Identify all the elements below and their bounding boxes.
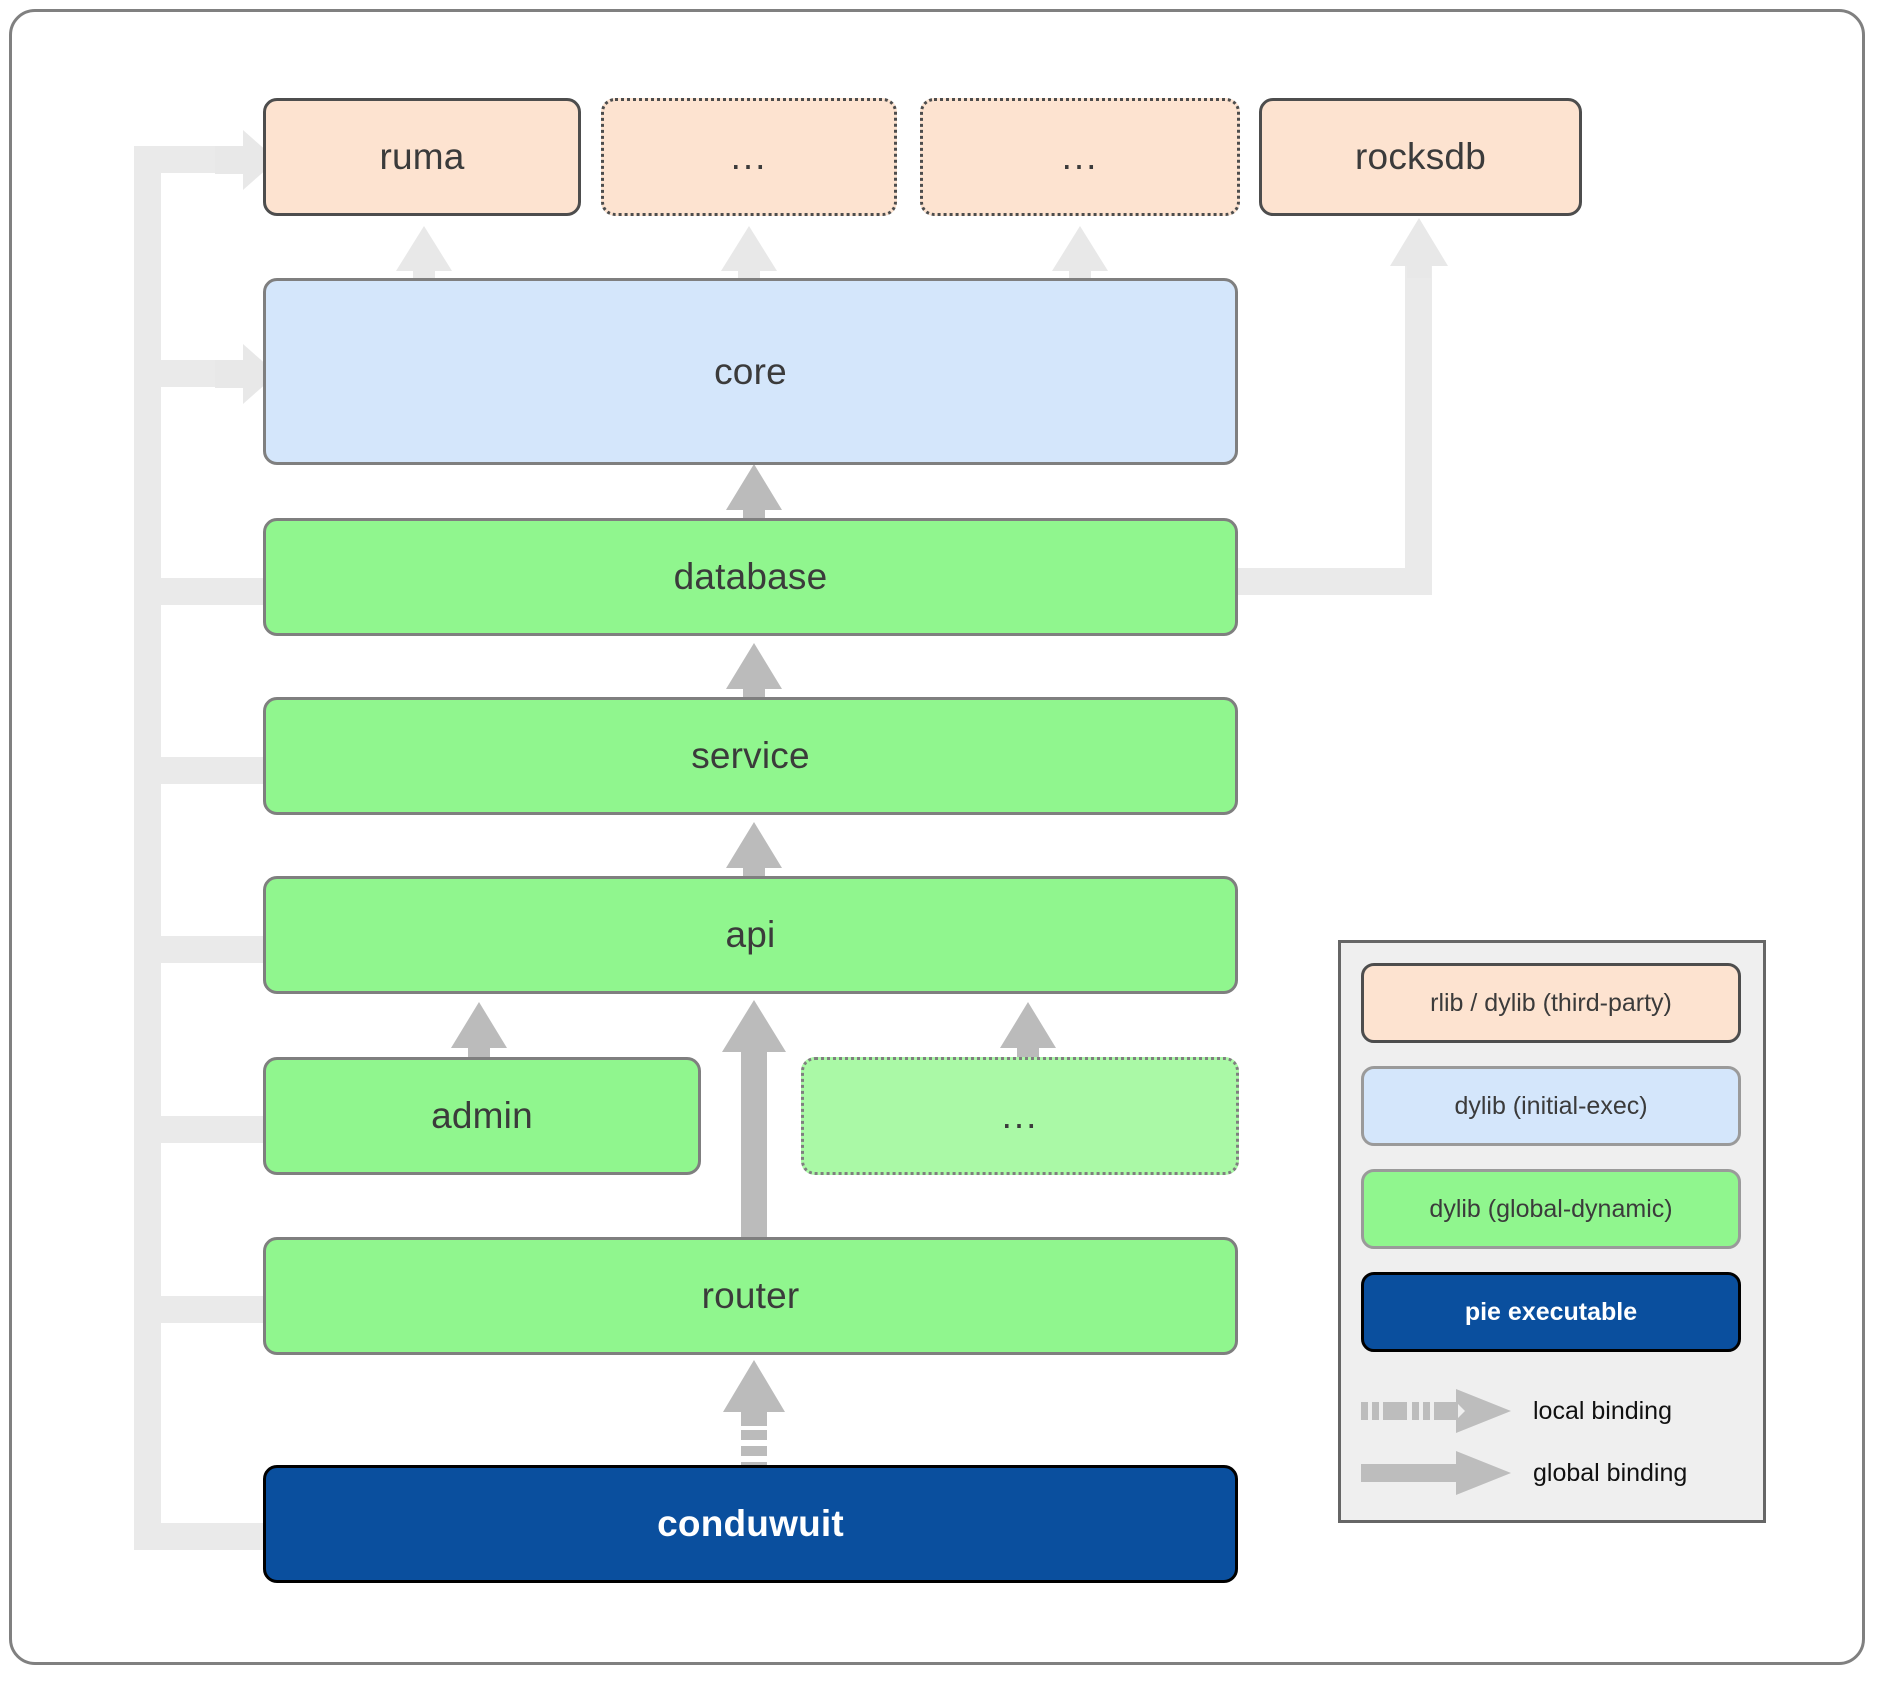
node-core-label: core: [714, 350, 787, 392]
node-service[interactable]: service: [263, 697, 1238, 815]
branch-pipe-database: [150, 578, 270, 605]
arrow-conduwuit-to-router-local: [723, 1360, 785, 1480]
local-binding-arrow-icon: [1361, 1389, 1511, 1433]
arrow-head-database-to-rocksdb: [1390, 218, 1448, 278]
global-binding-arrow-icon: [1361, 1451, 1511, 1495]
node-third-party-more-2[interactable]: ...: [920, 98, 1240, 216]
node-rocksdb-label: rocksdb: [1355, 136, 1486, 177]
node-conduwuit[interactable]: conduwuit: [263, 1465, 1238, 1583]
legend-swatch-pie: pie executable: [1361, 1272, 1741, 1352]
node-ruma-label: ruma: [379, 136, 465, 177]
node-admin[interactable]: admin: [263, 1057, 701, 1175]
legend-row-global-binding: global binding: [1361, 1445, 1749, 1501]
arrow-core-to-third-party-2: [1052, 226, 1108, 283]
branch-pipe-router: [150, 1296, 270, 1323]
legend-label-third-party: rlib / dylib (third-party): [1430, 988, 1672, 1017]
node-api[interactable]: api: [263, 876, 1238, 994]
arrow-api-more-to-api: [1000, 1002, 1056, 1060]
node-database[interactable]: database: [263, 518, 1238, 636]
node-api-more-label: ...: [1001, 1094, 1039, 1136]
node-admin-label: admin: [431, 1095, 533, 1136]
branch-pipe-conduwuit: [134, 1523, 269, 1550]
legend-row-local-binding: local binding: [1361, 1383, 1749, 1439]
node-router[interactable]: router: [263, 1237, 1238, 1355]
node-core[interactable]: core: [263, 278, 1238, 465]
legend-label-global-dynamic: dylib (global-dynamic): [1429, 1194, 1673, 1223]
branch-pipe-api: [150, 936, 270, 963]
arrow-head-to-core: [215, 344, 277, 404]
node-third-party-more-1-label: ...: [730, 135, 768, 177]
legend-swatch-global-dynamic: dylib (global-dynamic): [1361, 1169, 1741, 1249]
node-rocksdb[interactable]: rocksdb: [1259, 98, 1582, 216]
arrow-core-to-third-party-1: [721, 226, 777, 283]
arrow-core-to-ruma: [396, 226, 452, 283]
node-conduwuit-label: conduwuit: [657, 1503, 844, 1544]
pipe-database-to-rocksdb-horizontal: [1232, 568, 1432, 595]
node-service-label: service: [691, 735, 810, 776]
legend-panel: rlib / dylib (third-party) dylib (initia…: [1338, 940, 1766, 1523]
left-trunk-vertical: [134, 146, 161, 1550]
arrow-database-to-core: [726, 464, 782, 522]
legend-swatch-third-party: rlib / dylib (third-party): [1361, 963, 1741, 1043]
pipe-database-to-rocksdb-vertical: [1405, 262, 1432, 595]
node-api-more[interactable]: ...: [801, 1057, 1239, 1175]
arrow-admin-to-api: [451, 1002, 507, 1060]
arrow-api-to-service: [726, 822, 782, 880]
node-ruma[interactable]: ruma: [263, 98, 581, 216]
node-router-label: router: [701, 1275, 800, 1316]
node-third-party-more-1[interactable]: ...: [601, 98, 897, 216]
node-third-party-more-2-label: ...: [1061, 135, 1099, 177]
legend-label-initial-exec: dylib (initial-exec): [1454, 1091, 1648, 1120]
arrow-head-to-ruma: [215, 130, 277, 190]
arrow-router-to-api: [722, 1000, 786, 1240]
node-api-label: api: [725, 914, 776, 955]
branch-pipe-admin: [150, 1116, 270, 1143]
legend-label-global-binding: global binding: [1533, 1458, 1688, 1487]
legend-label-local-binding: local binding: [1533, 1396, 1672, 1425]
node-database-label: database: [673, 556, 828, 597]
legend-label-pie: pie executable: [1464, 1297, 1638, 1326]
branch-pipe-service: [150, 757, 270, 784]
legend-swatch-initial-exec: dylib (initial-exec): [1361, 1066, 1741, 1146]
arrow-service-to-database: [726, 643, 782, 701]
